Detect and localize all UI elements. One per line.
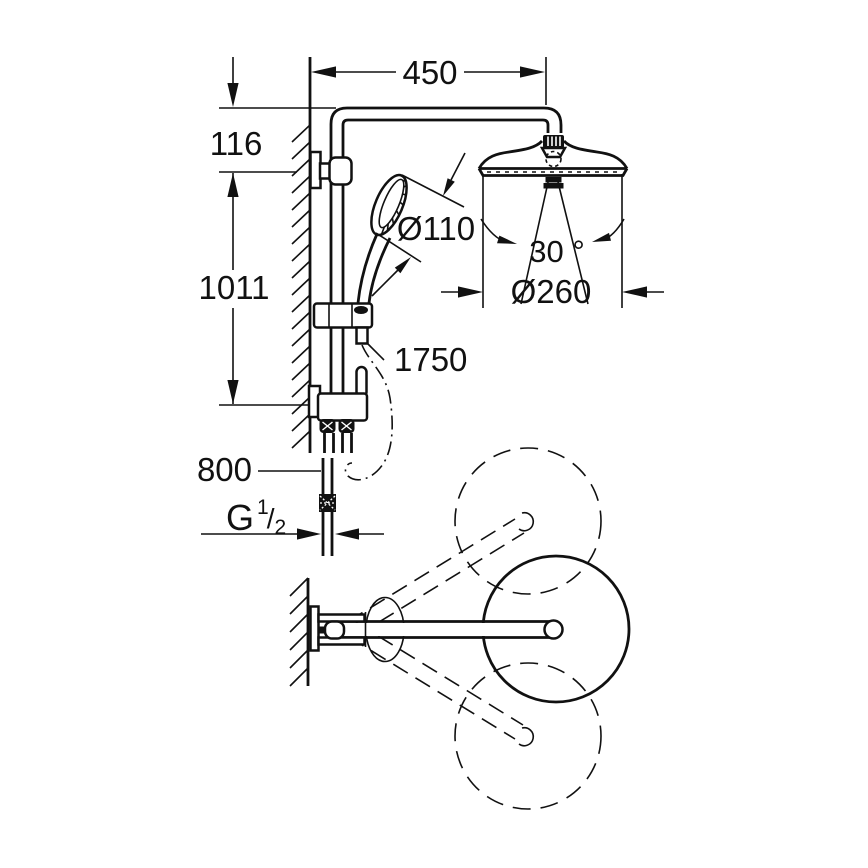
dimension-label-supply-height: 800 [197,451,252,488]
ball-joint-dashed [545,150,562,168]
thread-letter: G [226,497,254,538]
arrowhead-down [227,380,239,404]
wall-bracket-top [309,150,353,190]
bracket-bar-top [317,613,366,623]
dimension-label-116: 116 [210,125,263,162]
valve-body [316,392,369,422]
dimension-spray-angle: 30 ° [480,218,625,269]
hand-shower-face-inner [378,178,405,229]
supply-connections [323,433,353,453]
dimension-450: 450 [311,54,547,105]
holder-dividers [328,303,353,328]
pipe-inner-line [341,118,550,396]
head-shower [477,135,629,305]
thread-numerator: 1 [257,496,269,519]
dimension-hand-shower-diameter: Ø110 [371,152,475,297]
swivel-range-dashed [347,447,602,810]
handle-socket [354,306,368,314]
spray-face-bottom [477,167,629,177]
arrowhead-lower [394,257,411,274]
hub-lower [543,183,564,189]
thread-denominator: 2 [274,516,286,539]
dome-right-silhouette [562,139,629,170]
leader-line [366,342,385,361]
nut-knurl-pattern [322,421,352,431]
wall-section-elevation [291,57,312,453]
dashed-head-position-lower [454,662,602,810]
supply-pipe-thread [319,458,336,556]
swivel-joint [323,620,346,640]
bracket-bar-bottom [317,636,366,646]
wall-hatching [291,124,311,449]
wall-section-plan [289,577,310,687]
elevation-view [291,57,629,556]
arrowhead-right [520,66,545,78]
arm-fill [341,623,553,636]
pivot-block [318,626,324,634]
dimension-1011: 1011 [199,173,308,406]
shower-arm-plan [341,619,564,640]
arrowhead-down [227,83,239,107]
handle-right-line [367,237,392,304]
nut-knurling [547,136,561,146]
dashed-head-position-upper [454,447,602,595]
supply-pipe-lower [321,512,334,556]
arrowhead-up [227,173,239,197]
arrowhead-right-pointing [297,528,321,540]
arrowhead-left [311,66,336,78]
ball-hook-lower [518,726,535,747]
spray-angle-lines [520,177,589,305]
thread-knurl-pattern [319,495,336,511]
dimension-supply-height: 800 [197,451,321,488]
plan-view [289,447,631,810]
dome-left-silhouette [477,139,544,170]
dashed-arm-upper [347,518,525,637]
thread-slash: / [267,503,275,534]
glide-holder [312,302,374,345]
hand-shower-nozzle-hatch [380,178,407,235]
arrowhead-right [592,232,611,242]
hub-upper [545,177,562,183]
dimension-label-1011: 1011 [199,269,270,306]
wall-bracket-plan [309,605,367,652]
dimension-hose-length: 1750 [366,341,467,378]
valve-assembly [307,365,369,453]
dimension-label-spray-angle: 30 ° [529,234,585,269]
dimension-label-450: 450 [402,54,457,91]
arrowhead-left [497,235,517,244]
shower-pipe [329,106,563,396]
dimensions: 450 116 1011 Ø110 [197,54,664,540]
dashed-arm-lower [348,621,524,740]
ball-joint-nut [543,135,564,148]
arrowhead-left [458,286,483,298]
pipe-outer-line [329,106,563,396]
ext-line-head-bottom [375,232,422,263]
dimension-head-shower-diameter: Ø260 [441,174,664,310]
hand-shower [356,173,408,304]
wall-hatching [289,577,309,687]
handle-left-line [356,233,379,304]
ext-line-head-top [401,174,465,208]
supply-pipe-upper [321,458,334,494]
dimension-116: 116 [210,57,336,173]
arm-ball-joint [543,619,564,640]
arrowhead-upper [443,178,455,196]
ext-lines [482,174,623,308]
ball-hook-upper [518,511,535,532]
dimension-label-hand-diameter: Ø110 [397,210,475,247]
leader-upper [450,152,466,181]
dimension-label-hose-length: 1750 [394,341,467,378]
arrowhead-left-pointing [335,528,359,540]
arm-outline [341,620,553,639]
hose-connector [355,326,369,345]
ball-joint-cone [539,146,568,159]
bracket-clamp [328,156,353,186]
dimension-label-head-diameter: Ø260 [511,273,592,310]
arrowhead-right [622,286,647,298]
leader-lower [371,268,400,297]
